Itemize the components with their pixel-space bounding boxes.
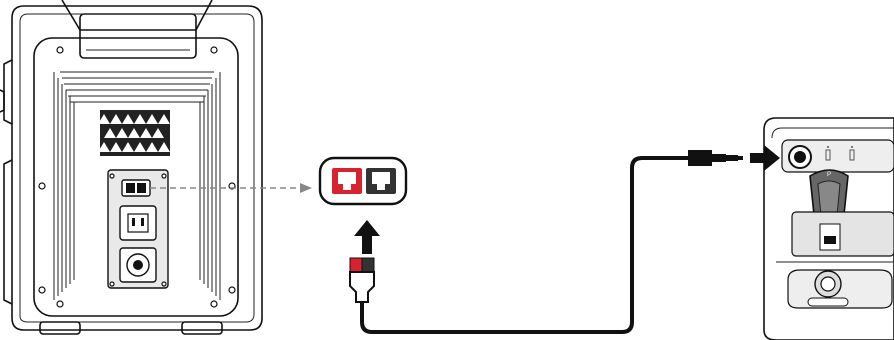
cable [360,156,688,334]
vent-ribs [53,71,221,300]
callout-arrowhead [300,183,312,193]
car-12v-socket-icon: P [763,117,894,340]
car-plug [688,150,743,166]
svg-text:P: P [827,172,831,178]
speaker-grille [98,110,170,156]
anderson-connector-icon [318,156,408,206]
power-station-rear-icon [0,0,263,335]
arrow-right-icon [750,145,780,171]
arrow-up-icon [354,220,380,254]
anderson-plug [349,257,375,303]
